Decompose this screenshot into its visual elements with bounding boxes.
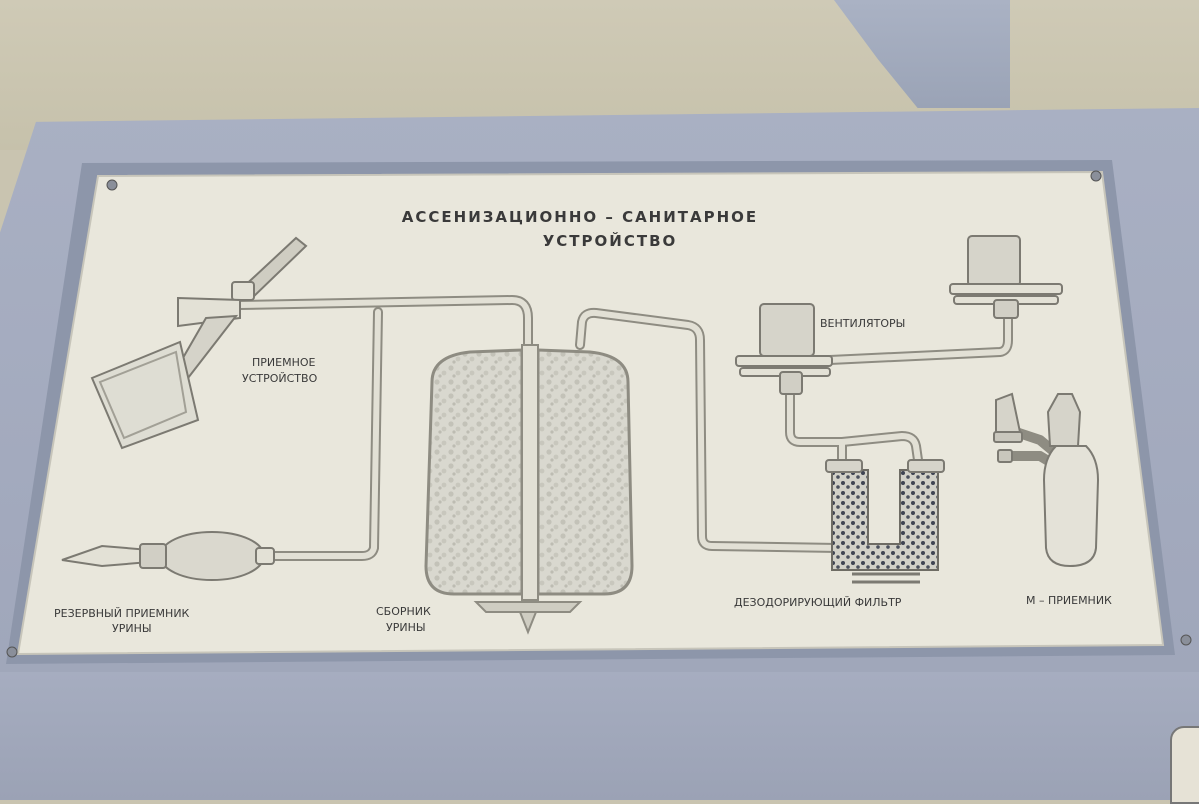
fan-left (735, 303, 833, 395)
screw-icon (6, 646, 18, 658)
console-lower-edge (0, 672, 1199, 800)
title-line-1: АССЕНИЗАЦИОННО – САНИТАРНОЕ (402, 208, 758, 226)
pipe-network (235, 295, 1057, 561)
label-collector-2: УРИНЫ (386, 621, 426, 634)
title-line-2: УСТРОЙСТВО (543, 231, 678, 250)
label-receiving-device-2: УСТРОЙСТВО (242, 372, 318, 385)
label-reserve-receiver-2: УРИНЫ (112, 622, 152, 635)
screw-icon (1090, 170, 1102, 182)
label-deodorizing-filter: ДЕЗОДОРИРУЮЩИЙ ФИЛЬТР (734, 596, 902, 609)
fan-right (949, 235, 1063, 319)
m-receiver (993, 392, 1100, 568)
receiving-device (90, 236, 308, 450)
label-collector-1: СБОРНИК (376, 605, 431, 618)
reserve-urine-receiver (61, 531, 275, 581)
screw-icon (1180, 634, 1192, 646)
label-reserve-receiver-1: РЕЗЕРВНЫЙ ПРИЕМНИК (54, 607, 190, 620)
label-m-receiver: М – ПРИЕМНИК (1026, 594, 1112, 607)
screw-icon (106, 179, 118, 191)
deodorizing-filter (825, 459, 945, 584)
label-fans: ВЕНТИЛЯТОРЫ (820, 317, 905, 330)
corner-object (1170, 726, 1199, 804)
urine-collector-tank (424, 344, 634, 635)
label-receiving-device-1: ПРИЕМНОЕ (252, 356, 316, 369)
